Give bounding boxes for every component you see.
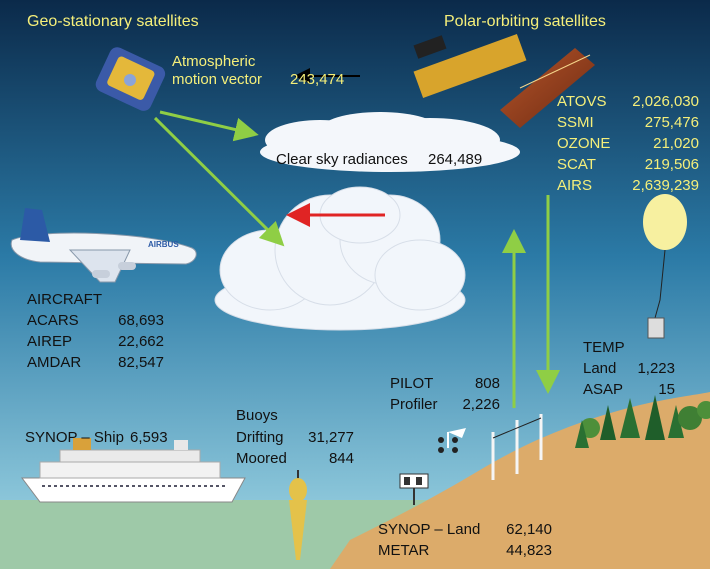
aircraft-row: ACARS 68,693	[27, 311, 164, 331]
temp-row: Land 1,223	[583, 359, 675, 379]
amv-label-line1: Atmospheric	[172, 53, 256, 70]
synop-land-name: METAR	[378, 542, 430, 559]
pilot-value: 808	[474, 375, 500, 392]
pilot-value: 2,226	[462, 396, 500, 413]
synop-land-row: SYNOP – Land 62,140	[378, 520, 552, 540]
aircraft-row: AMDAR 82,547	[27, 353, 164, 373]
moored-buoy	[289, 470, 307, 560]
profiler-antenna	[438, 428, 466, 453]
clear-sky-label: Clear sky radiances	[276, 151, 408, 168]
clear-sky-value: 264,489	[428, 151, 483, 168]
polar-satellite	[413, 34, 595, 128]
polar-row: ATOVS 2,026,030	[557, 92, 699, 112]
airline-logo-text: AIRBUS	[148, 240, 179, 249]
aircraft-value: 82,547	[118, 354, 164, 371]
temp-name: Land	[583, 360, 617, 377]
aircraft-name: AIREP	[27, 333, 73, 350]
buoys-row: Drifting 31,277	[236, 428, 354, 448]
clear-sky-cloud	[260, 112, 520, 172]
amv-label-line2: motion vector	[172, 71, 263, 88]
buoys-value: 844	[328, 450, 354, 467]
aircraft-title: AIRCRAFT	[27, 291, 102, 308]
geostationary-satellite	[95, 47, 166, 111]
airplane	[10, 208, 197, 283]
synop-ship-label: SYNOP – Ship	[25, 429, 124, 446]
forest	[575, 395, 710, 448]
pilot-row: PILOT 808	[390, 374, 500, 394]
amv-value: 243,474	[290, 71, 345, 88]
polar-row: OZONE 21,020	[557, 134, 699, 154]
synop-land-value: 44,823	[506, 542, 552, 559]
buoys-title: Buoys	[236, 407, 278, 424]
polar-name: SSMI	[557, 114, 594, 131]
temp-row: ASAP 15	[583, 380, 675, 400]
polar-value: 219,506	[644, 156, 699, 173]
synop-land-row: METAR 44,823	[378, 541, 552, 561]
pilot-row: Profiler 2,226	[390, 395, 500, 415]
weather-balloon	[643, 194, 687, 339]
polar-value: 21,020	[653, 135, 699, 152]
geo-to-clearsky-arrow	[159, 110, 259, 142]
polar-name: OZONE	[557, 135, 611, 152]
buoys-row: Moored 844	[236, 449, 354, 469]
aircraft-name: AMDAR	[27, 354, 82, 371]
synop-land-value: 62,140	[506, 521, 552, 538]
geo-to-cloud-arrow	[153, 116, 285, 247]
polar-row: AIRS 2,639,239	[557, 176, 699, 196]
buoys-name: Moored	[236, 450, 287, 467]
pilot-name: PILOT	[390, 375, 434, 392]
temp-name: ASAP	[583, 381, 624, 398]
temp-value: 15	[658, 381, 675, 398]
synop-land-name: SYNOP – Land	[378, 521, 481, 538]
temp-value: 1,223	[637, 360, 675, 377]
polar-name: AIRS	[557, 177, 593, 194]
polar-row: SCAT 219,506	[557, 155, 699, 175]
pilot-name: Profiler	[390, 396, 438, 413]
temp-title: TEMP	[583, 339, 625, 356]
aircraft-value: 22,662	[118, 333, 164, 350]
buoys-name: Drifting	[236, 429, 284, 446]
masts	[491, 414, 543, 480]
buoys-value: 31,277	[308, 429, 354, 446]
geo-satellites-title: Geo-stationary satellites	[27, 13, 199, 30]
polar-row: SSMI 275,476	[557, 113, 699, 133]
aircraft-row: AIREP 22,662	[27, 332, 164, 352]
cruise-ship	[21, 438, 246, 503]
polar-value: 2,026,030	[632, 93, 699, 110]
aircraft-name: ACARS	[27, 312, 79, 329]
synop-ship-value: 6,593	[130, 429, 168, 446]
weather-station	[399, 473, 429, 505]
aircraft-value: 68,693	[118, 312, 164, 329]
polar-value: 2,639,239	[632, 177, 699, 194]
polar-name: SCAT	[557, 156, 596, 173]
polar-satellites-title: Polar-orbiting satellites	[444, 13, 606, 30]
polar-value: 275,476	[644, 114, 699, 131]
polar-name: ATOVS	[557, 93, 607, 110]
